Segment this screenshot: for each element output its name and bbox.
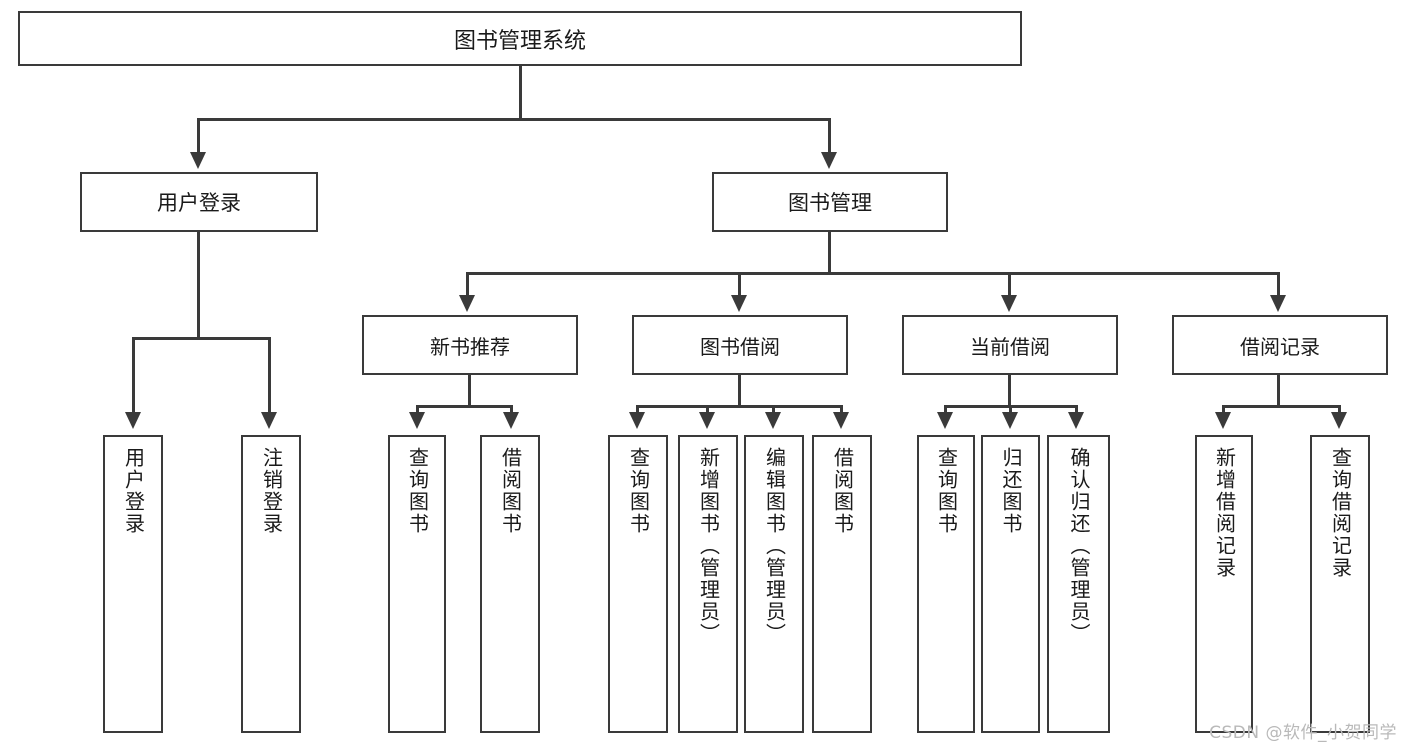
arrow-record-to-query-icon	[1331, 412, 1347, 429]
leaf-user-login[interactable]: 用户登录	[103, 435, 163, 733]
node-label: 图书借阅	[700, 334, 780, 359]
arrow-book-to-newbook-icon	[459, 295, 475, 312]
connector-newbook-to-borrowbook	[510, 405, 513, 415]
arrow-borrow-to-borrowbook-icon	[833, 412, 849, 429]
leaf-record-add-record[interactable]: 新增借阅记录	[1195, 435, 1253, 733]
leaf-label: 查询借阅记录	[1328, 447, 1353, 579]
leaf-borrow-add-book-admin[interactable]: 新增图书（管理员）	[678, 435, 738, 733]
leaf-label: 确认归还（管理员）	[1067, 447, 1091, 645]
connector-newbook-bus	[416, 405, 513, 408]
node-label: 借阅记录	[1240, 334, 1320, 359]
connector-record-bus	[1222, 405, 1341, 408]
leaf-label: 注销登录	[259, 447, 284, 535]
connector-newbook-to-query	[416, 405, 419, 415]
node-book-borrow[interactable]: 图书借阅	[632, 315, 848, 375]
leaf-borrow-query-book[interactable]: 查询图书	[608, 435, 668, 733]
leaf-user-logout[interactable]: 注销登录	[241, 435, 301, 733]
arrow-book-to-record-icon	[1270, 295, 1286, 312]
arrow-user-to-logout-icon	[261, 412, 277, 429]
leaf-label: 归还图书	[999, 447, 1023, 535]
node-borrow-record[interactable]: 借阅记录	[1172, 315, 1388, 375]
leaf-current-query-book[interactable]: 查询图书	[917, 435, 975, 733]
arrow-root-to-user-icon	[190, 152, 206, 169]
leaf-current-return-book[interactable]: 归还图书	[981, 435, 1040, 733]
arrow-current-to-confirm-icon	[1068, 412, 1084, 429]
leaf-label: 查询图书	[626, 447, 651, 535]
leaf-label: 新增图书（管理员）	[696, 447, 721, 645]
connector-borrow-bus	[636, 405, 842, 408]
arrow-borrow-to-edit-icon	[765, 412, 781, 429]
connector-record-to-add	[1222, 405, 1225, 415]
connector-root-bus	[197, 118, 831, 121]
leaf-record-query-record[interactable]: 查询借阅记录	[1310, 435, 1370, 733]
leaf-label: 编辑图书（管理员）	[762, 447, 787, 645]
node-user-login[interactable]: 用户登录	[80, 172, 318, 232]
node-current-borrow[interactable]: 当前借阅	[902, 315, 1118, 375]
connector-borrow-to-edit	[772, 405, 775, 415]
connector-record-stem	[1277, 375, 1280, 407]
arrow-newbook-to-borrowbook-icon	[503, 412, 519, 429]
connector-user-to-logout	[268, 337, 271, 415]
leaf-newbook-borrow-book[interactable]: 借阅图书	[480, 435, 540, 733]
arrow-book-to-borrow-icon	[731, 295, 747, 312]
connector-current-to-confirm	[1075, 405, 1078, 415]
leaf-label: 查询图书	[934, 447, 959, 535]
connector-borrow-to-query	[636, 405, 639, 415]
arrow-newbook-to-query-icon	[409, 412, 425, 429]
arrow-book-to-current-icon	[1001, 295, 1017, 312]
node-label: 图书管理系统	[453, 28, 586, 54]
connector-user-bus	[132, 337, 271, 340]
leaf-borrow-borrow-book[interactable]: 借阅图书	[812, 435, 872, 733]
node-label: 当前借阅	[970, 334, 1050, 359]
arrow-current-to-query-icon	[937, 412, 953, 429]
connector-user-stem	[197, 232, 200, 337]
connector-current-stem	[1008, 375, 1011, 407]
leaf-label: 借阅图书	[830, 447, 855, 535]
connector-book-to-borrow	[738, 272, 741, 298]
leaf-label: 新增借阅记录	[1212, 447, 1237, 579]
connector-borrow-stem	[738, 375, 741, 407]
connector-book-to-newbook	[466, 272, 469, 298]
connector-current-to-return	[1009, 405, 1012, 415]
connector-book-bus	[466, 272, 1280, 275]
arrow-borrow-to-query-icon	[629, 412, 645, 429]
connector-borrow-to-add	[706, 405, 709, 415]
leaf-newbook-query-book[interactable]: 查询图书	[388, 435, 446, 733]
connector-newbook-stem	[468, 375, 471, 407]
arrow-user-to-login-icon	[125, 412, 141, 429]
arrow-borrow-to-add-icon	[699, 412, 715, 429]
connector-book-stem	[828, 232, 831, 272]
connector-borrow-to-borrowbook	[840, 405, 843, 415]
connector-record-to-query	[1338, 405, 1341, 415]
connector-root-to-user	[197, 118, 200, 155]
node-new-book-recommend[interactable]: 新书推荐	[362, 315, 578, 375]
connector-root-to-book	[828, 118, 831, 155]
node-label: 图书管理	[788, 191, 872, 215]
node-root-system[interactable]: 图书管理系统	[18, 11, 1022, 66]
node-book-management[interactable]: 图书管理	[712, 172, 948, 232]
connector-book-to-record	[1277, 272, 1280, 298]
leaf-label: 借阅图书	[498, 447, 523, 535]
leaf-label: 查询图书	[405, 447, 430, 535]
connector-book-to-current	[1008, 272, 1011, 298]
leaf-current-confirm-return-admin[interactable]: 确认归还（管理员）	[1047, 435, 1110, 733]
csdn-watermark: CSDN @软件_小贺同学	[1209, 723, 1397, 743]
connector-root-stem	[519, 66, 522, 118]
connector-current-to-query	[944, 405, 947, 415]
node-label: 用户登录	[157, 191, 241, 215]
arrow-root-to-book-icon	[821, 152, 837, 169]
node-label: 新书推荐	[430, 334, 510, 359]
leaf-label: 用户登录	[121, 447, 146, 535]
connector-user-to-login	[132, 337, 135, 415]
arrow-current-to-return-icon	[1002, 412, 1018, 429]
leaf-borrow-edit-book-admin[interactable]: 编辑图书（管理员）	[744, 435, 804, 733]
arrow-record-to-add-icon	[1215, 412, 1231, 429]
